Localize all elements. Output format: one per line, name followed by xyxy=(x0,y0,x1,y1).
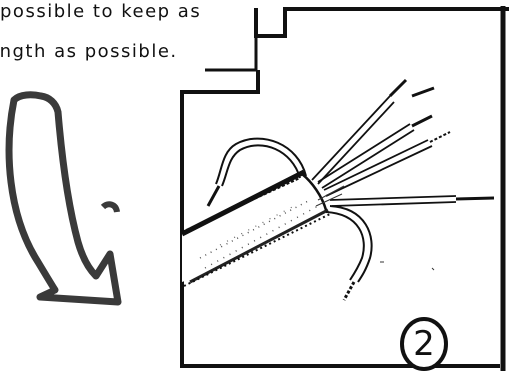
panel-frame xyxy=(180,6,509,371)
stripped-multicore-cable-icon xyxy=(180,78,495,301)
step-number-badge xyxy=(400,317,448,371)
instruction-line-2: ength as possible. xyxy=(0,41,178,62)
instruction-line-1: possible to keep as xyxy=(0,1,202,22)
curved-arrow-icon xyxy=(5,91,122,306)
step-number: 2 xyxy=(413,324,435,364)
